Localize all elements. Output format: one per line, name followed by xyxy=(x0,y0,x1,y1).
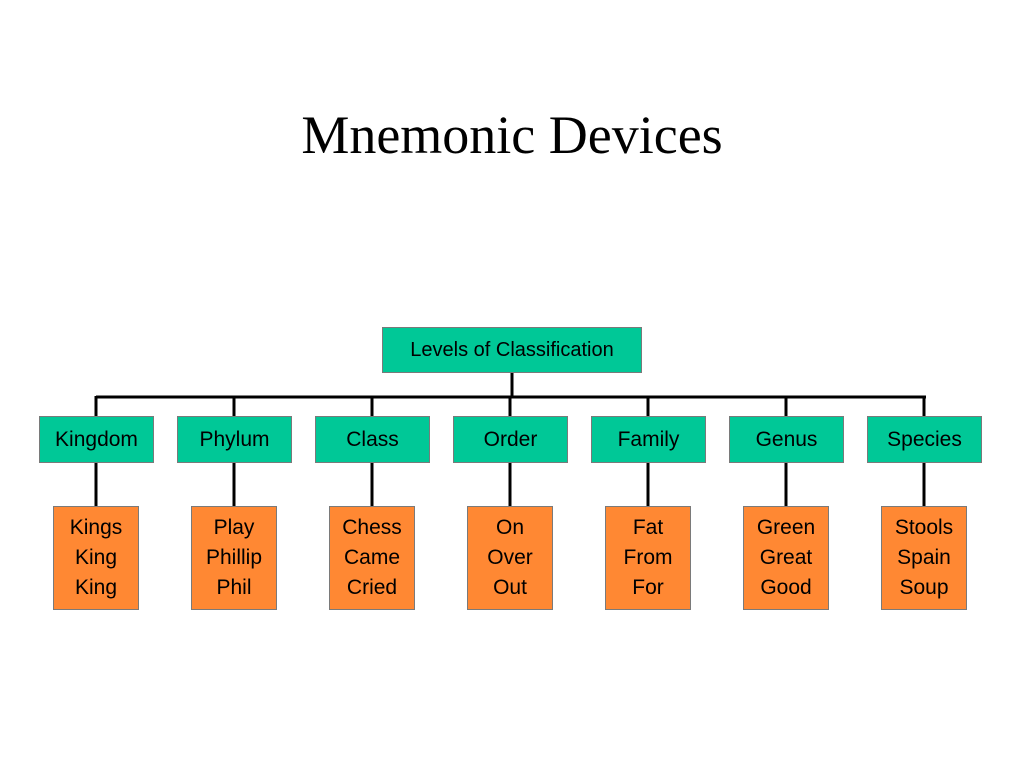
rank-node-order: Order xyxy=(453,416,568,463)
rank-node-phylum: Phylum xyxy=(177,416,292,463)
rank-node-kingdom: Kingdom xyxy=(39,416,154,463)
mnemonic-word: King xyxy=(74,546,118,569)
rank-label: Class xyxy=(346,427,399,451)
rank-node-family: Family xyxy=(591,416,706,463)
slide-title: Mnemonic Devices xyxy=(301,105,723,165)
root-node: Levels of Classification xyxy=(382,327,642,373)
mnemonic-word: Fat xyxy=(632,516,664,539)
mnemonic-word: Phillip xyxy=(205,546,263,569)
mnemonic-word: Chess xyxy=(342,516,402,539)
rank-node-class: Class xyxy=(315,416,430,463)
mnemonic-word: Kings xyxy=(69,516,123,539)
mnemonic-word: King xyxy=(74,576,118,599)
mnemonic-word: Great xyxy=(759,546,813,569)
mnemonic-word: Cried xyxy=(346,576,398,599)
mnemonic-word: Green xyxy=(756,516,816,539)
rank-label: Phylum xyxy=(199,427,270,451)
mnemonic-word: Play xyxy=(213,516,255,539)
mnemonic-word: Phil xyxy=(216,576,252,599)
rank-label: Order xyxy=(483,427,538,451)
mnemonic-word: Out xyxy=(493,576,527,599)
rank-label: Kingdom xyxy=(55,427,138,451)
mnemonic-word: Stools xyxy=(894,516,954,539)
mnemonic-word: Soup xyxy=(899,576,949,599)
mnemonic-word: On xyxy=(495,516,524,539)
rank-label: Species xyxy=(887,427,962,451)
rank-label: Genus xyxy=(755,427,818,451)
mnemonic-word: Came xyxy=(343,546,401,569)
rank-label: Family xyxy=(617,427,680,451)
rank-node-genus: Genus xyxy=(729,416,844,463)
mnemonic-word: Spain xyxy=(897,546,951,569)
mnemonic-word: Over xyxy=(487,546,533,569)
root-label: Levels of Classification xyxy=(410,338,614,361)
mnemonic-word: From xyxy=(623,546,673,569)
rank-node-species: Species xyxy=(867,416,982,463)
mnemonic-word: Good xyxy=(760,576,812,599)
mnemonic-word: For xyxy=(632,576,664,599)
